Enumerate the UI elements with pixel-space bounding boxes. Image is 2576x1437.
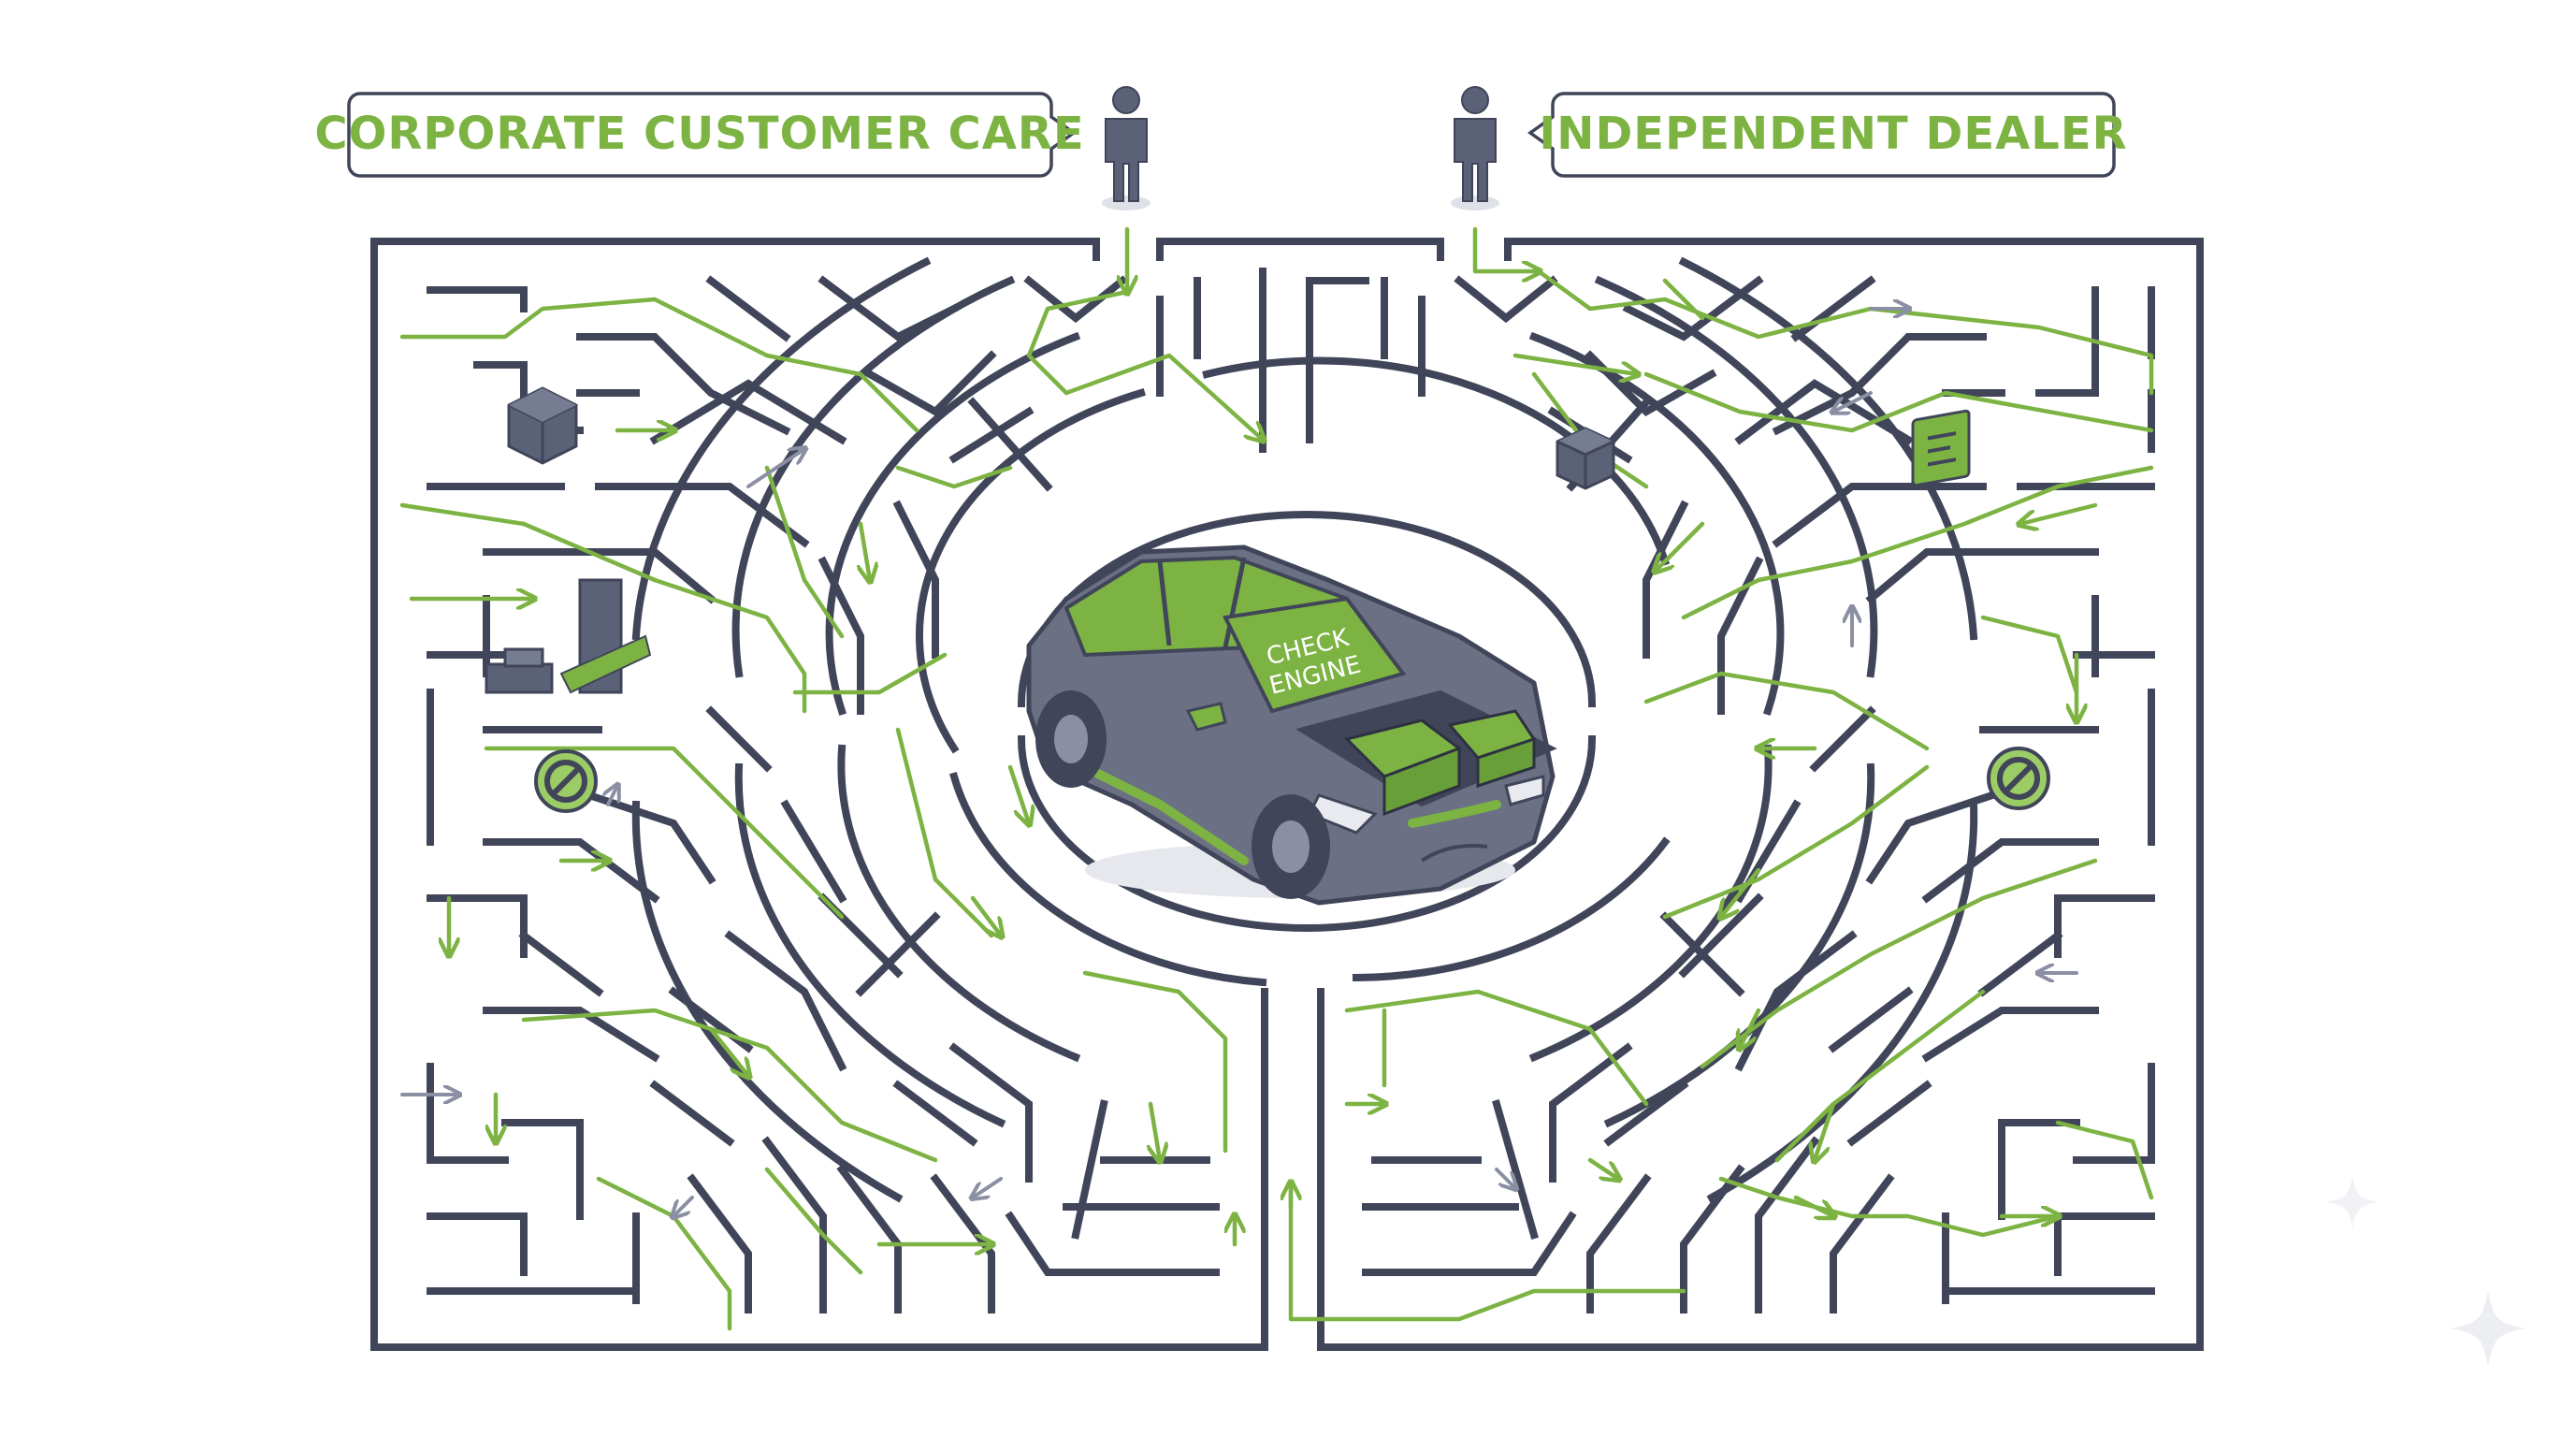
left-label: CORPORATE CUSTOMER CARE [314, 92, 1084, 178]
person-icon [1102, 86, 1151, 210]
right-label-text: INDEPENDENT DEALER [1539, 108, 2127, 160]
green-path-routes [399, 226, 2154, 1331]
no-entry-icon [534, 749, 598, 813]
printer-icon [485, 578, 652, 694]
maze-outer-wall [370, 238, 2204, 1351]
gray-path-routes [400, 309, 2078, 1216]
car-illustration: CHECK ENGINE [1026, 544, 1557, 906]
sparkle-icon [2451, 1291, 2525, 1366]
document-icon [1911, 409, 1971, 487]
person-icon [1451, 86, 1499, 210]
left-label-text: CORPORATE CUSTOMER CARE [314, 108, 1084, 160]
cube-icon [1556, 427, 1615, 490]
right-label: INDEPENDENT DEALER [1527, 92, 2127, 178]
maze-right-passages [1362, 275, 2155, 1314]
sparkle-icon [2326, 1176, 2379, 1228]
no-entry-icon [1987, 747, 2050, 810]
cube-icon [507, 386, 578, 465]
